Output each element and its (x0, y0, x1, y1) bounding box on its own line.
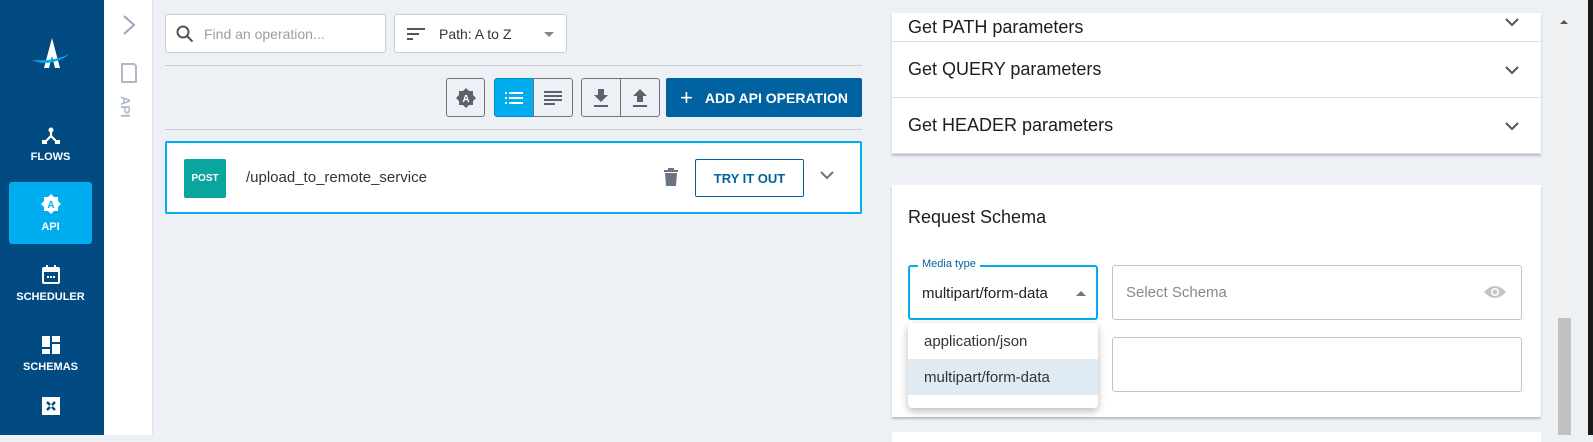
search-placeholder: Find an operation... (204, 25, 325, 42)
sidebar: FLOWS A API SCHEDULER SCHEMAS (0, 0, 104, 435)
chevron-down-icon (1505, 121, 1519, 130)
caret-down-icon (544, 32, 554, 37)
accordion-title: Get QUERY parameters (908, 59, 1102, 79)
upload-button[interactable] (620, 78, 660, 117)
api-badge-icon: A (455, 87, 476, 108)
document-icon (121, 63, 137, 83)
parameters-accordion: Get PATH parameters Get QUERY parameters… (892, 13, 1541, 154)
sidebar-item-api[interactable]: A API (9, 182, 92, 244)
add-button-label: ADD API OPERATION (704, 89, 848, 106)
media-type-value: multipart/form-data (922, 285, 1048, 302)
scrollbar-thumb[interactable] (1558, 318, 1571, 435)
svg-text:A: A (462, 94, 469, 105)
search-input[interactable]: Find an operation... (165, 14, 386, 53)
section-title: Request Schema (908, 207, 1047, 227)
accordion-title: Get PATH parameters (908, 17, 1084, 37)
scroll-up-arrow[interactable] (1560, 20, 1568, 24)
text-view-button[interactable] (533, 78, 573, 117)
sort-select[interactable]: Path: A to Z (394, 14, 567, 53)
trash-icon[interactable] (663, 168, 679, 186)
method-badge: POST (184, 159, 226, 198)
svg-text:A: A (47, 200, 54, 211)
option-application-json[interactable]: application/json (924, 332, 1028, 350)
chevron-right-icon[interactable] (122, 14, 136, 36)
upload-icon (633, 88, 647, 107)
sort-icon (407, 27, 425, 40)
sidebar-item-schemas[interactable]: SCHEMAS (9, 323, 92, 385)
sort-label: Path: A to Z (439, 25, 512, 42)
calendar-icon (41, 265, 60, 284)
text-lines-icon (544, 90, 562, 105)
sidebar-item-label: SCHEMAS (22, 361, 78, 373)
operation-path: /upload_to_remote_service (246, 169, 427, 186)
accordion-query-parameters[interactable]: Get QUERY parameters (892, 42, 1541, 98)
eye-icon[interactable] (1483, 284, 1507, 300)
window-edge (1588, 0, 1593, 435)
sidebar-item-label: API (41, 221, 60, 233)
option-multipart-form-data[interactable]: multipart/form-data (908, 359, 1098, 395)
add-api-operation-button[interactable]: + ADD API OPERATION (666, 78, 862, 117)
accordion-path-parameters[interactable]: Get PATH parameters (892, 13, 1541, 42)
media-type-dropdown: application/json multipart/form-data (908, 323, 1098, 408)
list-view-button[interactable] (494, 78, 534, 117)
app-logo[interactable] (30, 32, 74, 72)
field-label: Media type (918, 258, 980, 270)
caret-up-icon (1076, 291, 1086, 296)
chevron-down-icon (1505, 18, 1519, 27)
schema-placeholder: Select Schema (1126, 284, 1227, 301)
operation-row[interactable]: POST /upload_to_remote_service TRY IT OU… (165, 141, 862, 214)
try-it-out-button[interactable]: TRY IT OUT (695, 159, 804, 197)
schema-detail-field[interactable] (1112, 337, 1522, 392)
sidebar-item-scheduler[interactable]: SCHEDULER (9, 253, 92, 315)
sidebar-item-flows[interactable]: FLOWS (9, 114, 92, 176)
list-icon (505, 91, 523, 104)
divider (165, 65, 862, 66)
schema-select[interactable]: Select Schema (1112, 265, 1522, 320)
rail-label: API (118, 96, 133, 118)
accordion-title: Get HEADER parameters (908, 115, 1114, 135)
collapsed-panel-rail: API (104, 0, 153, 435)
download-icon (594, 88, 608, 107)
sidebar-item-fullscreen[interactable] (9, 390, 92, 430)
sidebar-item-label: FLOWS (30, 151, 71, 163)
accordion-header-parameters[interactable]: Get HEADER parameters (892, 98, 1541, 154)
plus-icon: + (680, 84, 693, 110)
chevron-down-icon[interactable] (820, 170, 834, 180)
api-spec-button[interactable]: A (446, 78, 485, 117)
search-icon (176, 25, 194, 42)
schemas-icon (41, 336, 60, 354)
api-icon: A (40, 194, 61, 214)
sidebar-item-label: SCHEDULER (16, 291, 85, 303)
fullscreen-icon (41, 397, 60, 415)
chevron-down-icon (1505, 65, 1519, 74)
media-type-select[interactable]: Media type multipart/form-data (908, 258, 1098, 320)
flows-icon (41, 127, 60, 144)
download-button[interactable] (581, 78, 621, 117)
next-card (892, 432, 1541, 442)
divider (165, 129, 862, 130)
